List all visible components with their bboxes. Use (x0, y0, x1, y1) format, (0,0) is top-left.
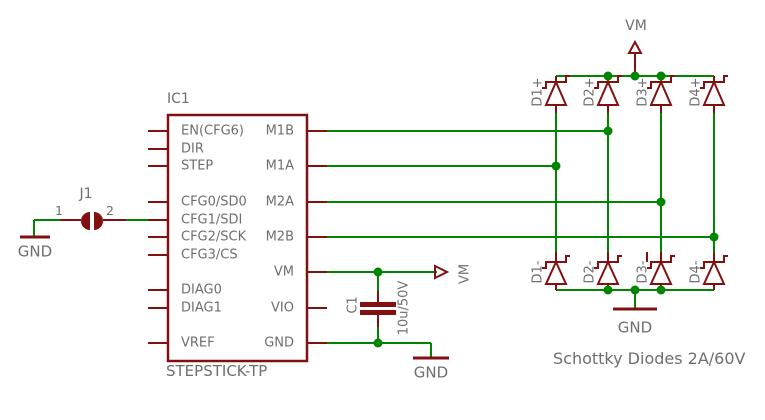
ic-pin-name-dir: DIR (181, 141, 204, 157)
ic-pin-name-vm: VM (273, 264, 294, 280)
schottky-diode-d1-plus (542, 75, 570, 113)
ic-pin-name-vref: VREF (181, 335, 215, 351)
diode-label-d4-plus: D4+ (688, 77, 704, 107)
ic-pin-name-m1b: M1B (265, 123, 294, 139)
schottky-diode-d4-plus (700, 75, 728, 113)
ic-pin-name-m2b: M2B (265, 229, 294, 245)
diode-label-d1-plus: D1+ (530, 77, 546, 107)
vm-arrow-icon (434, 264, 450, 280)
jumper-symbol (60, 212, 126, 230)
capacitor-value: 10u/50V (396, 280, 412, 336)
ic-pin-name-diag0: DIAG0 (181, 282, 222, 298)
vm-power-icon (627, 39, 643, 76)
jumper-reference: J1 (79, 186, 93, 202)
vm-label-top: VM (625, 18, 647, 34)
diode-label-d3-plus: D3+ (635, 77, 651, 107)
schottky-diode-d3-minus (646, 252, 675, 290)
ic-symbol (148, 113, 327, 363)
schottky-diode-d4-minus (700, 252, 728, 290)
capacitor-reference: C1 (345, 296, 361, 314)
ic-pin-name-diag1: DIAG1 (181, 300, 222, 316)
vm-label-arrow: VM (457, 263, 473, 285)
jumper-pin2-number: 2 (106, 202, 114, 218)
jumper-pad-right-icon (94, 212, 103, 230)
diode-label-d3-minus: D3- (635, 260, 651, 284)
jumper-pin1-number: 1 (55, 202, 63, 218)
gnd-label-j1: GND (17, 242, 53, 261)
capacitor-symbol (360, 291, 396, 327)
ic-pin-name-vio: VIO (271, 300, 294, 316)
ic-pin-name-m1a: M1A (265, 158, 294, 174)
junction-dots (373, 71, 719, 348)
gnd-label-mid: GND (413, 363, 449, 382)
ic-pin-name-cfg3: CFG3/CS (181, 247, 238, 263)
ic-reference: IC1 (167, 91, 190, 107)
ic-pin-name-gnd: GND (264, 335, 294, 351)
ic-pin-name-step: STEP (181, 158, 214, 174)
diode-label-d4-minus: D4- (688, 260, 704, 284)
diode-label-d1-minus: D1- (530, 260, 546, 284)
ic-left-pin-stubs (148, 130, 168, 344)
schottky-diode-d3-plus (647, 75, 675, 113)
ic-pin-name-cfg1: CFG1/SDI (181, 212, 243, 228)
ic-pin-name-m2a: M2A (265, 194, 294, 210)
gnd-label-bottom: GND (617, 318, 653, 337)
jumper-pad-left-icon (81, 212, 90, 230)
ic-pin-name-cfg0: CFG0/SD0 (181, 194, 247, 210)
ic-pin-name-cfg2: CFG2/SCK (181, 229, 247, 245)
schottky-diode-d2-minus (594, 252, 622, 290)
diode-label-d2-minus: D2- (582, 260, 598, 284)
diode-label-d2-plus: D2+ (582, 77, 598, 107)
caption-text: Schottky Diodes 2A/60V (553, 349, 746, 368)
ic-value: STEPSTICK-TP (166, 362, 268, 380)
ic-pin-name-en: EN(CFG6) (181, 123, 244, 139)
ic-right-pin-stubs (307, 130, 327, 344)
schottky-diode-d1-minus (542, 252, 570, 290)
schottky-diode-d2-plus (594, 75, 622, 113)
